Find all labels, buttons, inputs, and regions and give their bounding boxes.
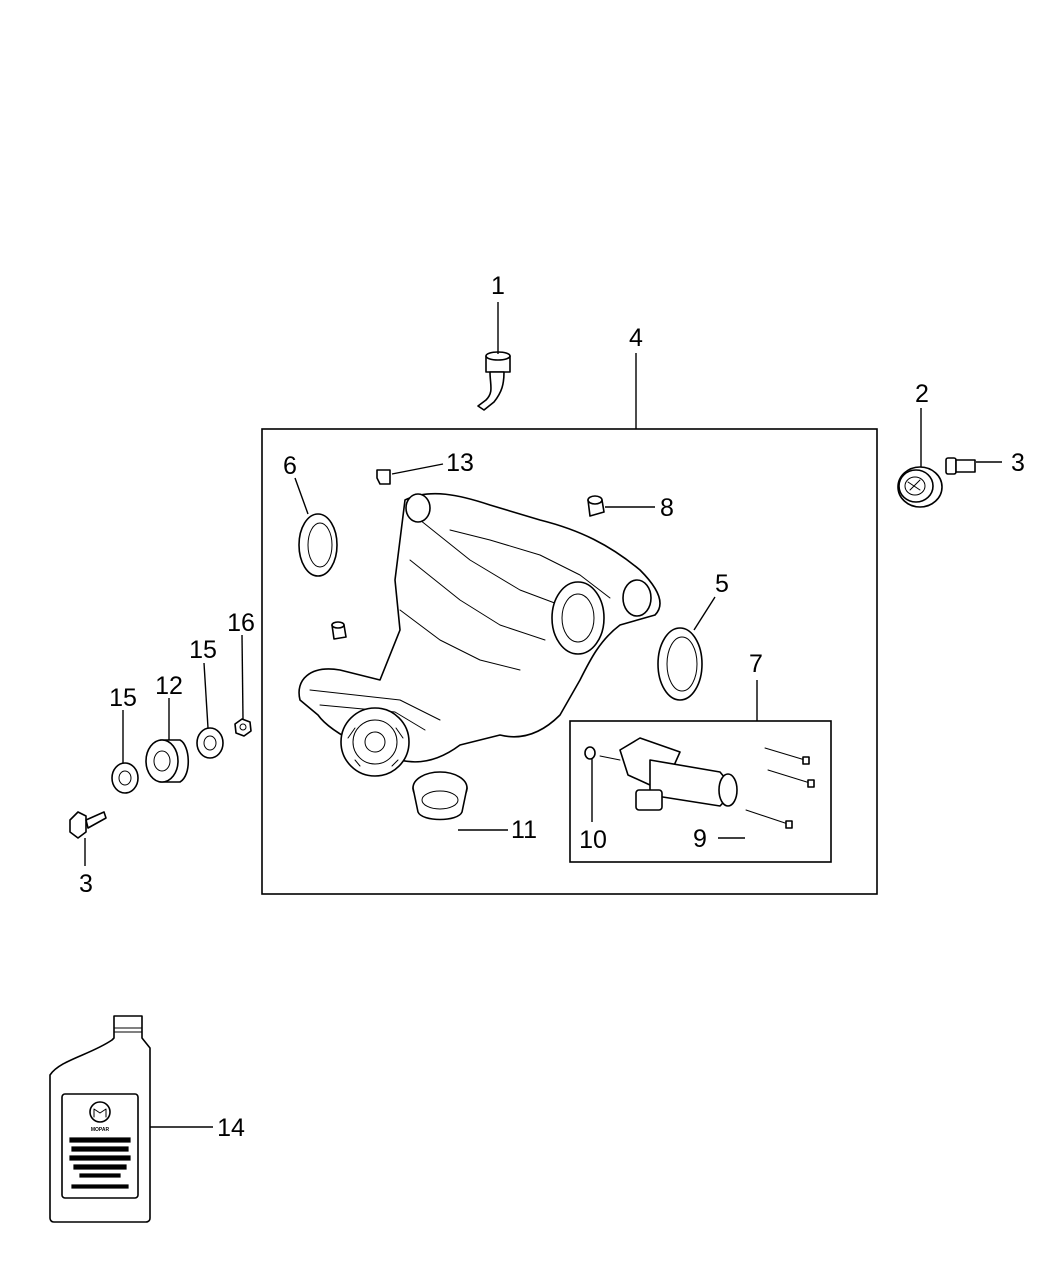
part-2-bushing — [897, 466, 943, 508]
leader-lines — [84, 302, 1002, 1128]
part-12-bushing — [145, 739, 190, 783]
callout-7: 7 — [749, 650, 763, 678]
assembly-box-4 — [261, 428, 878, 895]
callout-10: 10 — [579, 826, 607, 854]
callout-9: 9 — [693, 825, 707, 853]
part-6-seal — [298, 513, 338, 577]
part-15-washer-left — [111, 762, 139, 794]
assembly-box-7 — [569, 720, 832, 863]
callout-6: 6 — [283, 452, 297, 480]
part-13-clip — [376, 469, 391, 485]
callout-2: 2 — [915, 380, 929, 408]
callout-14: 14 — [217, 1114, 245, 1142]
part-9-bolts — [745, 747, 815, 829]
part-11-seal — [412, 771, 468, 821]
part-14-oil-bottle: MOPAR — [49, 1015, 151, 1223]
callout-15-left: 15 — [109, 684, 137, 712]
callout-5: 5 — [715, 570, 729, 598]
part-5-seal — [657, 627, 703, 701]
callout-11: 11 — [511, 816, 537, 844]
part-3-bolt-right — [945, 457, 976, 475]
part-7-actuator — [599, 737, 738, 811]
callouts: 1 2 3 4 5 6 7 8 9 10 11 12 13 14 15 15 1… — [79, 272, 1025, 1142]
part-10-oring — [584, 746, 596, 760]
callout-8: 8 — [660, 494, 674, 522]
callout-12: 12 — [155, 672, 183, 700]
callout-16: 16 — [227, 609, 255, 637]
part-15-washer-right — [196, 727, 224, 759]
callout-4: 4 — [629, 324, 643, 352]
part-3-bolt-left — [69, 811, 107, 839]
part-8-plug — [587, 495, 605, 517]
part-16-nut — [234, 718, 252, 737]
callout-13: 13 — [446, 449, 474, 477]
callout-3-left: 3 — [79, 870, 93, 898]
callout-15-right: 15 — [189, 636, 217, 664]
part-1-vent-tube — [477, 351, 511, 411]
bottle-brand-text: MOPAR — [91, 1127, 110, 1133]
callout-3-right: 3 — [1011, 449, 1025, 477]
plug-left — [331, 621, 347, 640]
callout-1: 1 — [491, 272, 505, 300]
differential-housing — [298, 492, 661, 777]
